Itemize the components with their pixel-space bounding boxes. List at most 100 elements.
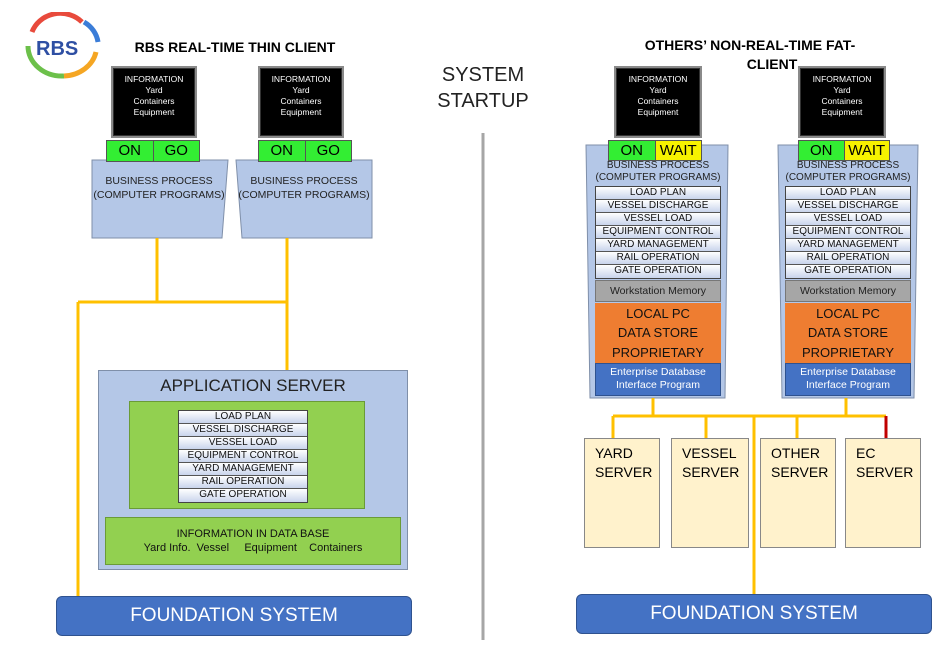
- monitor-line: INFORMATION: [124, 74, 184, 84]
- process-line: (COMPUTER PROGRAMS): [238, 189, 370, 201]
- monitor-line: Containers: [280, 96, 322, 106]
- module-row: YARD MANAGEMENT: [596, 239, 720, 252]
- module-row: VESSEL DISCHARGE: [179, 424, 307, 437]
- status-on: ON: [609, 141, 656, 160]
- vessel-server: VESSEL SERVER: [671, 438, 749, 548]
- right-client-1-modules: LOAD PLAN VESSEL DISCHARGE VESSEL LOAD E…: [595, 186, 721, 279]
- process-line: BUSINESS PROCESS: [796, 160, 900, 171]
- monitor-line: Yard: [145, 85, 163, 95]
- status-wait: WAIT: [844, 141, 889, 160]
- module-row: EQUIPMENT CONTROL: [179, 450, 307, 463]
- right-client-1-process: BUSINESS PROCESS (COMPUTER PROGRAMS): [588, 160, 728, 184]
- process-line: (COMPUTER PROGRAMS): [595, 172, 721, 183]
- module-row: RAIL OPERATION: [786, 252, 910, 265]
- database-title: INFORMATION IN DATA BASE: [176, 528, 330, 540]
- monitor-line: Equipment: [280, 107, 322, 117]
- right-client-1-monitor: INFORMATION Yard Containers Equipment: [614, 66, 702, 138]
- module-row: VESSEL DISCHARGE: [596, 200, 720, 213]
- logo-swoosh-icon: [25, 10, 101, 79]
- module-row: VESSEL LOAD: [786, 213, 910, 226]
- right-client-2-process: BUSINESS PROCESS (COMPUTER PROGRAMS): [778, 160, 918, 184]
- module-row: YARD MANAGEMENT: [179, 463, 307, 476]
- left-client-2-status: ON GO: [258, 140, 352, 162]
- left-foundation-system: FOUNDATION SYSTEM: [56, 596, 412, 636]
- module-row: GATE OPERATION: [786, 265, 910, 278]
- logo-text: RBS: [36, 38, 79, 60]
- monitor-line: Yard: [292, 85, 310, 95]
- startup-label: STARTUP: [437, 90, 529, 112]
- enterprise-line: Interface Program: [805, 379, 891, 391]
- left-client-1-status: ON GO: [106, 140, 200, 162]
- right-foundation-system: FOUNDATION SYSTEM: [576, 594, 932, 634]
- local-line: DATA STORE: [617, 325, 699, 340]
- right-client-2-modules: LOAD PLAN VESSEL DISCHARGE VESSEL LOAD E…: [785, 186, 911, 279]
- status-on: ON: [259, 141, 306, 161]
- module-row: GATE OPERATION: [179, 489, 307, 502]
- right-client-1-memory: Workstation Memory: [595, 280, 721, 302]
- ec-server: EC SERVER: [845, 438, 921, 548]
- right-client-1-status: ON WAIT: [608, 140, 702, 161]
- other-server: OTHER SERVER: [760, 438, 836, 548]
- server-label: VESSEL: [682, 445, 737, 461]
- status-go: GO: [153, 141, 199, 161]
- module-row: RAIL OPERATION: [179, 476, 307, 489]
- status-go: GO: [305, 141, 351, 161]
- rbs-logo: RBS: [24, 10, 102, 82]
- monitor-line: Containers: [821, 96, 863, 106]
- module-row: EQUIPMENT CONTROL: [786, 226, 910, 239]
- application-server: APPLICATION SERVER LOAD PLAN VESSEL DISC…: [98, 370, 408, 570]
- monitor-line: Equipment: [821, 107, 863, 117]
- right-client-1-local-store: LOCAL PC DATA STORE PROPRIETARY: [595, 303, 721, 363]
- process-line: (COMPUTER PROGRAMS): [785, 172, 911, 183]
- module-row: EQUIPMENT CONTROL: [596, 226, 720, 239]
- module-row: GATE OPERATION: [596, 265, 720, 278]
- process-line: BUSINESS PROCESS: [606, 160, 710, 171]
- right-title-line1: OTHERS’ NON-REAL-TIME FAT-: [644, 37, 856, 53]
- right-client-2-monitor: INFORMATION Yard Containers Equipment: [798, 66, 886, 138]
- left-client-2-monitor: INFORMATION Yard Containers Equipment: [258, 66, 344, 138]
- local-line: PROPRIETARY: [612, 345, 704, 360]
- module-row: VESSEL DISCHARGE: [786, 200, 910, 213]
- database-box: INFORMATION IN DATA BASE Yard Info. Vess…: [105, 517, 401, 565]
- database-items: Yard Info. Vessel Equipment Containers: [143, 542, 363, 554]
- monitor-line: INFORMATION: [812, 74, 872, 84]
- left-title: RBS REAL-TIME THIN CLIENT: [134, 39, 336, 55]
- server-label: OTHER: [771, 445, 820, 461]
- left-client-2-process: BUSINESS PROCESS (COMPUTER PROGRAMS): [234, 174, 374, 202]
- module-row: LOAD PLAN: [596, 187, 720, 200]
- left-client-1-process: BUSINESS PROCESS (COMPUTER PROGRAMS): [88, 174, 230, 202]
- right-client-2-local-store: LOCAL PC DATA STORE PROPRIETARY: [785, 303, 911, 363]
- monitor-line: Yard: [649, 85, 667, 95]
- right-client-2-enterprise: Enterprise Database Interface Program: [785, 363, 911, 396]
- monitor-line: Equipment: [133, 107, 175, 117]
- local-line: LOCAL PC: [626, 306, 690, 321]
- application-server-title: APPLICATION SERVER: [160, 376, 346, 395]
- local-line: LOCAL PC: [816, 306, 880, 321]
- enterprise-line: Enterprise Database: [610, 366, 706, 378]
- server-label: YARD: [595, 445, 633, 461]
- yard-server: YARD SERVER: [584, 438, 660, 548]
- right-client-2-memory: Workstation Memory: [785, 280, 911, 302]
- server-label: SERVER: [682, 464, 740, 480]
- monitor-line: Containers: [133, 96, 175, 106]
- module-row: YARD MANAGEMENT: [786, 239, 910, 252]
- module-row: VESSEL LOAD: [179, 437, 307, 450]
- right-client-1-enterprise: Enterprise Database Interface Program: [595, 363, 721, 396]
- monitor-line: Yard: [833, 85, 851, 95]
- monitor-line: Containers: [637, 96, 679, 106]
- application-modules-list: LOAD PLAN VESSEL DISCHARGE VESSEL LOAD E…: [178, 410, 308, 503]
- module-row: RAIL OPERATION: [596, 252, 720, 265]
- module-row: LOAD PLAN: [786, 187, 910, 200]
- right-client-2-status: ON WAIT: [798, 140, 890, 161]
- monitor-line: Equipment: [637, 107, 679, 117]
- left-connectors: [76, 238, 289, 598]
- local-line: PROPRIETARY: [802, 345, 894, 360]
- server-label: SERVER: [856, 464, 914, 480]
- right-connectors: [611, 398, 886, 598]
- process-line: BUSINESS PROCESS: [250, 175, 358, 187]
- process-line: (COMPUTER PROGRAMS): [93, 189, 225, 201]
- system-label: SYSTEM: [441, 64, 525, 86]
- module-row: VESSEL LOAD: [596, 213, 720, 226]
- status-on: ON: [799, 141, 845, 160]
- enterprise-line: Interface Program: [615, 379, 701, 391]
